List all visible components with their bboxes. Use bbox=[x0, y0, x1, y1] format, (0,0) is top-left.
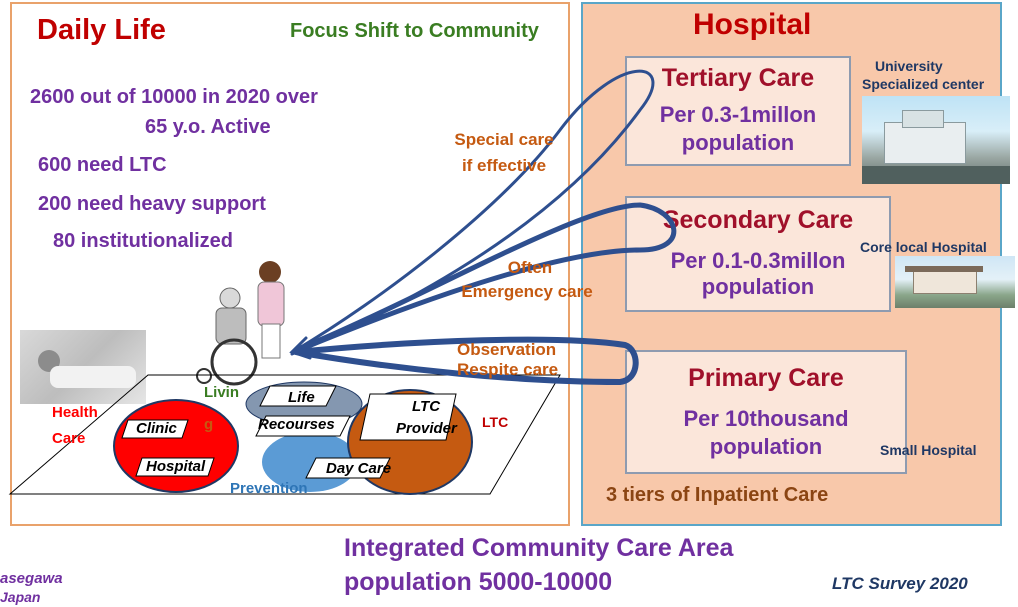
prevention-label: Prevention bbox=[230, 480, 308, 497]
bedridden-patient-photo bbox=[20, 330, 146, 404]
stat-line-4: 200 need heavy support bbox=[38, 193, 266, 215]
small-hospital-label: Small Hospital bbox=[880, 442, 977, 458]
living-suffix-label: g bbox=[204, 416, 214, 433]
tertiary-care-range: Per 0.3-1millon bbox=[659, 102, 817, 127]
primary-care-population: population bbox=[709, 434, 823, 459]
stat-line-5: 80 institutionalized bbox=[53, 230, 234, 252]
integrated-area-label: Integrated Community Care Area bbox=[344, 534, 734, 562]
secondary-care-title: Secondary Care bbox=[662, 206, 854, 234]
living-label: Livin bbox=[204, 384, 240, 401]
clinic-label: Clinic bbox=[136, 420, 177, 437]
core-local-hospital-label: Core local Hospital bbox=[860, 239, 987, 255]
life-label: Life bbox=[288, 389, 315, 406]
ltc-provider-label-2: Provider bbox=[396, 420, 457, 437]
three-tiers-label: 3 tiers of Inpatient Care bbox=[606, 484, 829, 506]
ltc-side-label: LTC bbox=[482, 414, 509, 430]
if-effective-label: if effective bbox=[461, 156, 547, 175]
recourses-label: Recourses bbox=[258, 416, 335, 433]
focus-shift-label: Focus Shift to Community bbox=[290, 20, 539, 42]
respite-care-label: Respite care bbox=[457, 360, 559, 379]
area-population-label: population 5000-10000 bbox=[344, 568, 613, 596]
stat-line-2: 65 y.o. Active bbox=[145, 116, 271, 138]
secondary-care-population: population bbox=[701, 274, 815, 299]
hospital-label: Hospital bbox=[146, 458, 206, 475]
health-label: Health bbox=[52, 404, 98, 421]
daily-life-title: Daily Life bbox=[37, 14, 166, 46]
secondary-care-range: Per 0.1-0.3millon bbox=[670, 248, 846, 273]
often-label: Often bbox=[507, 258, 553, 277]
secondary-care-box: Secondary Care Per 0.1-0.3millon populat… bbox=[625, 196, 891, 312]
university-label: University bbox=[875, 58, 943, 74]
stat-line-1: 2600 out of 10000 in 2020 over bbox=[30, 86, 318, 108]
university-hospital-photo bbox=[862, 96, 1010, 184]
tertiary-care-title: Tertiary Care bbox=[661, 64, 815, 92]
observation-label: Observation bbox=[457, 340, 557, 359]
hospital-title: Hospital bbox=[693, 8, 812, 41]
author-credit: asegawa bbox=[0, 570, 63, 587]
core-local-hospital-photo bbox=[895, 256, 1015, 308]
wheelchair-caregiver-illustration bbox=[186, 258, 296, 388]
stat-line-3: 600 need LTC bbox=[38, 154, 167, 176]
emergency-care-label: Emergency care bbox=[461, 282, 593, 301]
special-care-label: Special care bbox=[454, 130, 554, 149]
day-care-label: Day Care bbox=[326, 460, 392, 477]
care-label: Care bbox=[52, 430, 86, 447]
primary-care-title: Primary Care bbox=[688, 364, 844, 392]
ltc-provider-label-1: LTC bbox=[412, 398, 441, 415]
primary-care-box: Primary Care Per 10thousand population bbox=[625, 350, 907, 474]
primary-care-range: Per 10thousand bbox=[683, 406, 849, 431]
tertiary-care-box: Tertiary Care Per 0.3-1millon population bbox=[625, 56, 851, 166]
survey-credit: LTC Survey 2020 bbox=[832, 574, 968, 593]
specialized-center-label: Specialized center bbox=[862, 76, 985, 92]
tertiary-care-population: population bbox=[681, 130, 795, 155]
author-country: Japan bbox=[0, 589, 41, 605]
